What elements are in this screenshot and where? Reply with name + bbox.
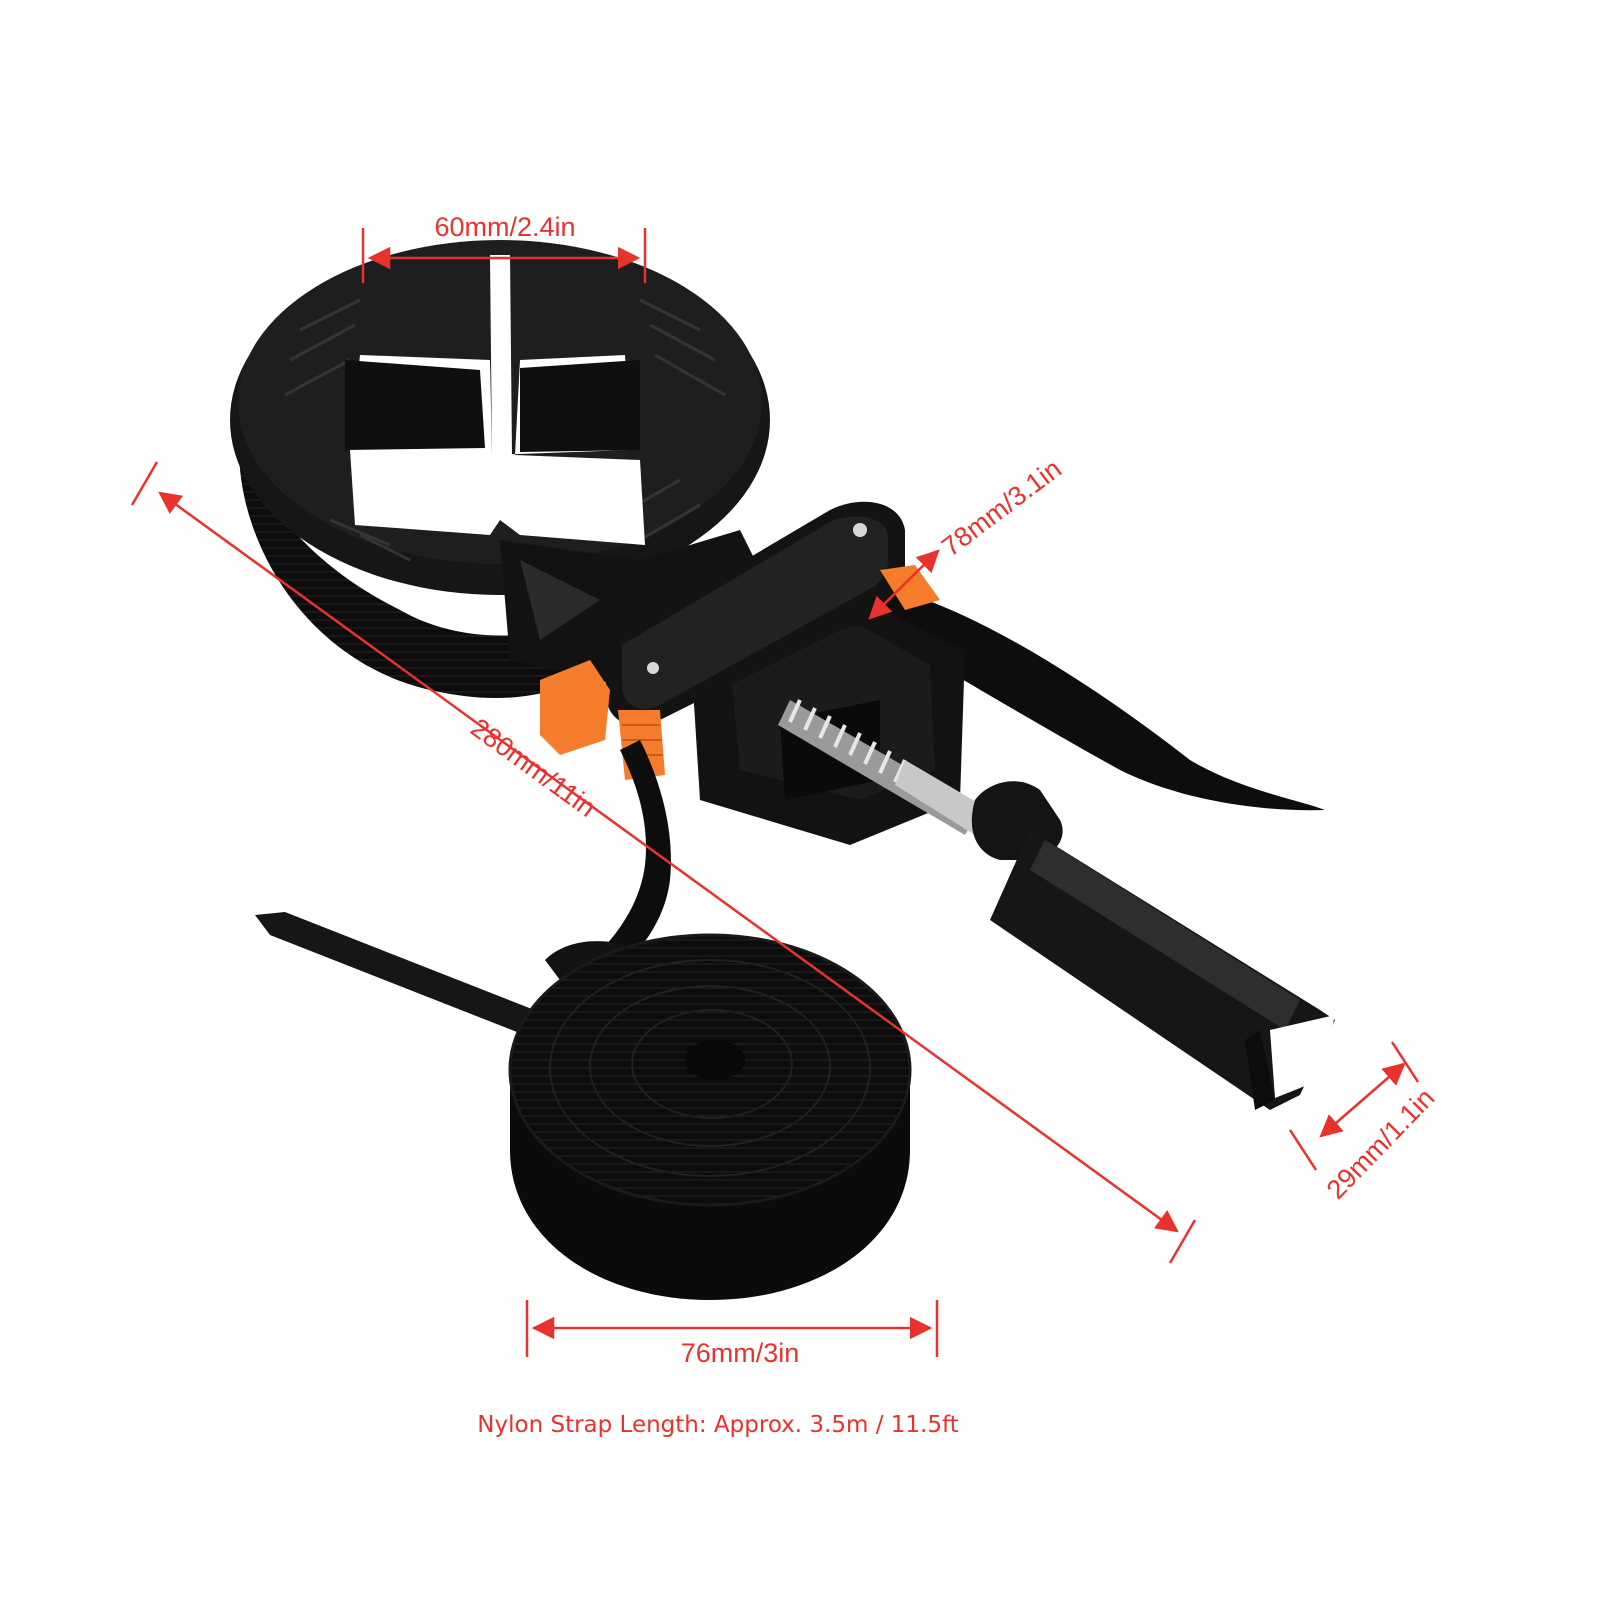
strap-roll [508, 933, 912, 1300]
dim-tick [130, 461, 159, 506]
dim-line-handle-width [1319, 1062, 1406, 1138]
dim-line-total-length [158, 491, 1179, 1233]
dim-tick [1288, 1129, 1318, 1171]
dim-line-lever [868, 549, 940, 620]
handle [971, 781, 1335, 1110]
label-lever-length: 78mm/3.1in [936, 453, 1067, 562]
dimension-annotations [130, 228, 1420, 1357]
strap-length-caption: Nylon Strap Length: Approx. 3.5m / 11.5f… [477, 1412, 958, 1438]
label-frame-width: 60mm/2.4in [434, 212, 575, 242]
dim-tick [1390, 1041, 1420, 1083]
label-roll-diameter: 76mm/3in [681, 1338, 800, 1368]
dim-tick [1168, 1219, 1197, 1264]
label-handle-width: 29mm/1.1in [1321, 1083, 1441, 1205]
